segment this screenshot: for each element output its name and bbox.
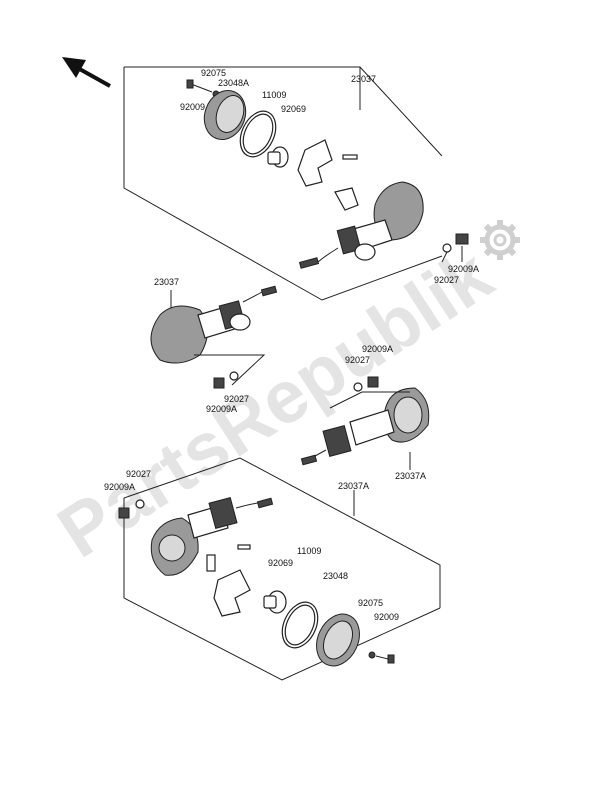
label-92069-a: 92069 <box>281 104 306 114</box>
label-23037-b: 23037 <box>154 277 179 287</box>
label-92027-a: 92027 <box>434 275 459 285</box>
label-11009-d: 11009 <box>297 546 321 556</box>
assembly-right-parts <box>300 376 430 470</box>
assembly-top-parts <box>186 79 469 269</box>
label-23048A-a: 23048A <box>218 78 249 88</box>
assembly-bottom-frame <box>123 457 441 681</box>
label-92009-a: 92009 <box>180 102 205 112</box>
label-92075-a: 92075 <box>201 68 226 78</box>
label-92009A-a: 92009A <box>448 264 479 274</box>
label-92027-d: 92027 <box>126 469 151 479</box>
label-92027-c: 92027 <box>345 355 370 365</box>
front-arrow-icon <box>62 57 111 88</box>
label-23037A-c: 23037A <box>395 471 426 481</box>
label-23048-d: 23048 <box>323 571 348 581</box>
assembly-top-frame <box>123 66 443 301</box>
label-92009A-d: 92009A <box>104 482 135 492</box>
assembly-bottom-parts <box>118 496 395 667</box>
label-92027-b: 92027 <box>224 394 249 404</box>
label-23037A-d: 23037A <box>338 481 369 491</box>
label-92009A-c: 92009A <box>362 344 393 354</box>
label-23037-a: 23037 <box>351 74 376 84</box>
label-92009A-b: 92009A <box>206 404 237 414</box>
label-92075-d: 92075 <box>358 598 383 608</box>
assembly-left-parts <box>150 285 278 389</box>
label-92069-d: 92069 <box>268 558 293 568</box>
label-11009-a: 11009 <box>262 90 286 100</box>
label-92009-d: 92009 <box>374 612 399 622</box>
gear-icon <box>480 220 520 260</box>
